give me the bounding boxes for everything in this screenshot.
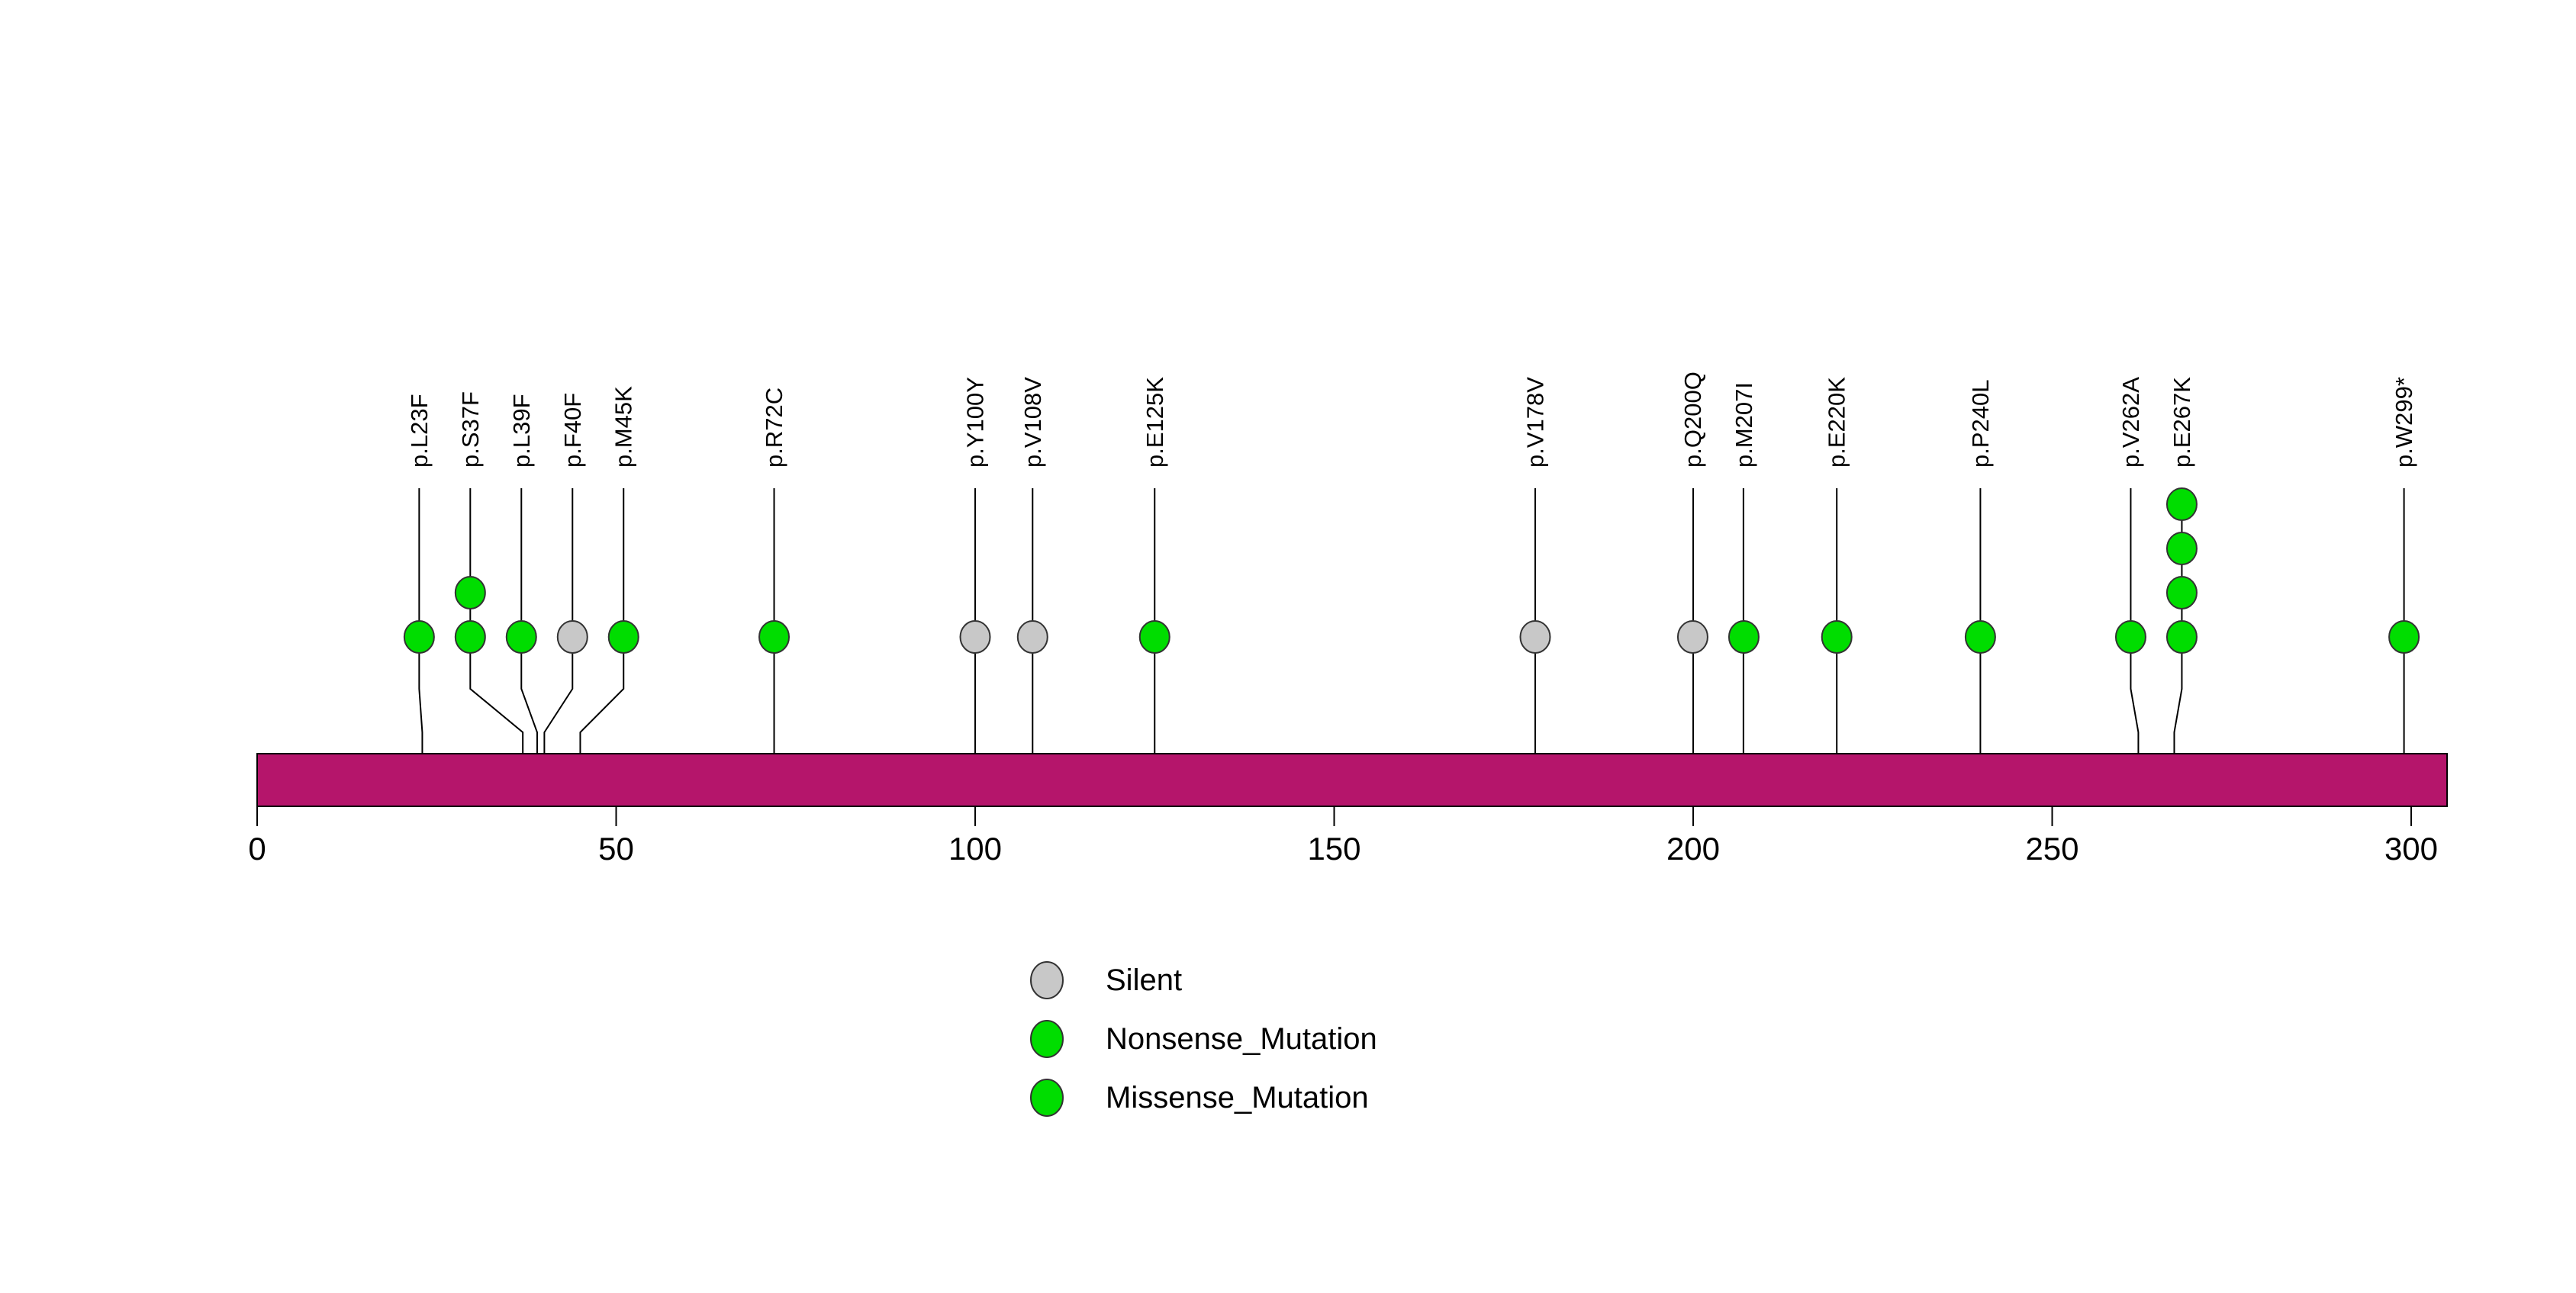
- mutation-circle: [1519, 620, 1551, 654]
- legend-swatch: [1030, 1079, 1064, 1117]
- legend-label: Nonsense_Mutation: [1106, 1022, 1377, 1056]
- legend-item: Silent: [1030, 961, 1182, 999]
- mutation-label: p.S37F: [457, 391, 484, 468]
- mutation-label: p.L23F: [406, 394, 433, 468]
- mutation-lollipop: p.Y100Y: [959, 377, 991, 654]
- lollipop-heads: p.L23F p.S37F p.L39F p.F40F p.M45K p.R72C p.Y1…: [403, 371, 2420, 654]
- mutation-label: p.V108V: [1019, 377, 1046, 468]
- mutation-lollipop: p.W299*: [2388, 377, 2420, 654]
- mutation-label: p.F40F: [559, 393, 586, 468]
- protein-bar: [256, 753, 2449, 807]
- mutation-label: p.Q200Q: [1679, 371, 1706, 468]
- axis-tick-label: 250: [2025, 831, 2079, 867]
- mutation-circle: [2165, 487, 2198, 521]
- mutation-circle: [454, 576, 486, 610]
- axis-tick-label: 0: [248, 831, 266, 867]
- mutation-circle: [2165, 576, 2198, 610]
- mutation-circle: [959, 620, 991, 654]
- mutation-lollipop: p.V178V: [1519, 377, 1551, 654]
- mutation-circle: [454, 620, 486, 654]
- mutation-label: p.V178V: [1521, 377, 1548, 468]
- axis-tick-label: 200: [1666, 831, 1720, 867]
- mutation-label: p.E267K: [2169, 377, 2195, 468]
- mutation-label: p.M45K: [610, 386, 637, 468]
- mutation-lollipop: p.E267K: [2165, 377, 2198, 654]
- mutation-lollipop: p.E220K: [1821, 377, 1853, 654]
- mutation-label: p.M207I: [1731, 382, 1757, 468]
- mutation-circle: [1016, 620, 1048, 654]
- mutation-circle: [758, 620, 791, 654]
- mutation-lollipop: p.E125K: [1138, 377, 1170, 654]
- mutation-lollipop: p.V108V: [1016, 377, 1048, 654]
- mutation-circle: [2114, 620, 2146, 654]
- axis-tick-label: 50: [598, 831, 634, 867]
- x-axis: 0 50 100 150 200 250 300: [248, 806, 2438, 867]
- mutation-label: p.Y100Y: [962, 377, 989, 468]
- mutation-lollipop: p.Q200Q: [1676, 371, 1708, 654]
- mutation-lollipop: p.L23F: [403, 394, 435, 654]
- legend-label: Missense_Mutation: [1106, 1081, 1369, 1114]
- mutation-lollipop: p.R72C: [758, 388, 791, 654]
- mutation-label: p.E220K: [1824, 377, 1850, 468]
- mutation-circle: [1676, 620, 1708, 654]
- mutation-circle: [607, 620, 639, 654]
- mutation-lollipop: p.L39F: [505, 394, 537, 654]
- legend-item: Missense_Mutation: [1030, 1079, 1369, 1117]
- mutation-circle: [1821, 620, 1853, 654]
- mutation-label: p.R72C: [761, 388, 787, 468]
- mutation-lollipop: p.P240L: [1964, 380, 1996, 654]
- mutation-lollipop: p.M45K: [607, 386, 639, 654]
- axis-tick-label: 300: [2384, 831, 2438, 867]
- mutation-circle: [403, 620, 435, 654]
- legend-item: Nonsense_Mutation: [1030, 1020, 1377, 1058]
- mutation-lollipop: p.M207I: [1728, 382, 1760, 654]
- axis-tick-label: 100: [948, 831, 1002, 867]
- mutation-circle: [2165, 620, 2198, 654]
- mutation-circle: [2388, 620, 2420, 654]
- mutation-lollipop: p.S37F: [454, 391, 486, 654]
- mutation-circle: [505, 620, 537, 654]
- legend-swatch: [1030, 1020, 1064, 1058]
- mutation-circle: [1728, 620, 1760, 654]
- mutation-lollipop: p.F40F: [556, 393, 588, 654]
- mutation-circle: [1964, 620, 1996, 654]
- legend-swatch: [1030, 961, 1064, 999]
- mutation-label: p.L39F: [508, 394, 535, 468]
- mutation-circle: [1138, 620, 1170, 654]
- legend-label: Silent: [1106, 963, 1182, 997]
- mutation-label: p.E125K: [1141, 377, 1168, 468]
- mutation-lollipop: p.V262A: [2114, 377, 2146, 654]
- mutation-label: p.W299*: [2391, 377, 2417, 468]
- mutation-label: p.P240L: [1967, 380, 1994, 468]
- mutation-circle: [556, 620, 588, 654]
- mutation-circle: [2165, 532, 2198, 565]
- mutation-label: p.V262A: [2117, 377, 2144, 468]
- axis-tick-label: 150: [1307, 831, 1360, 867]
